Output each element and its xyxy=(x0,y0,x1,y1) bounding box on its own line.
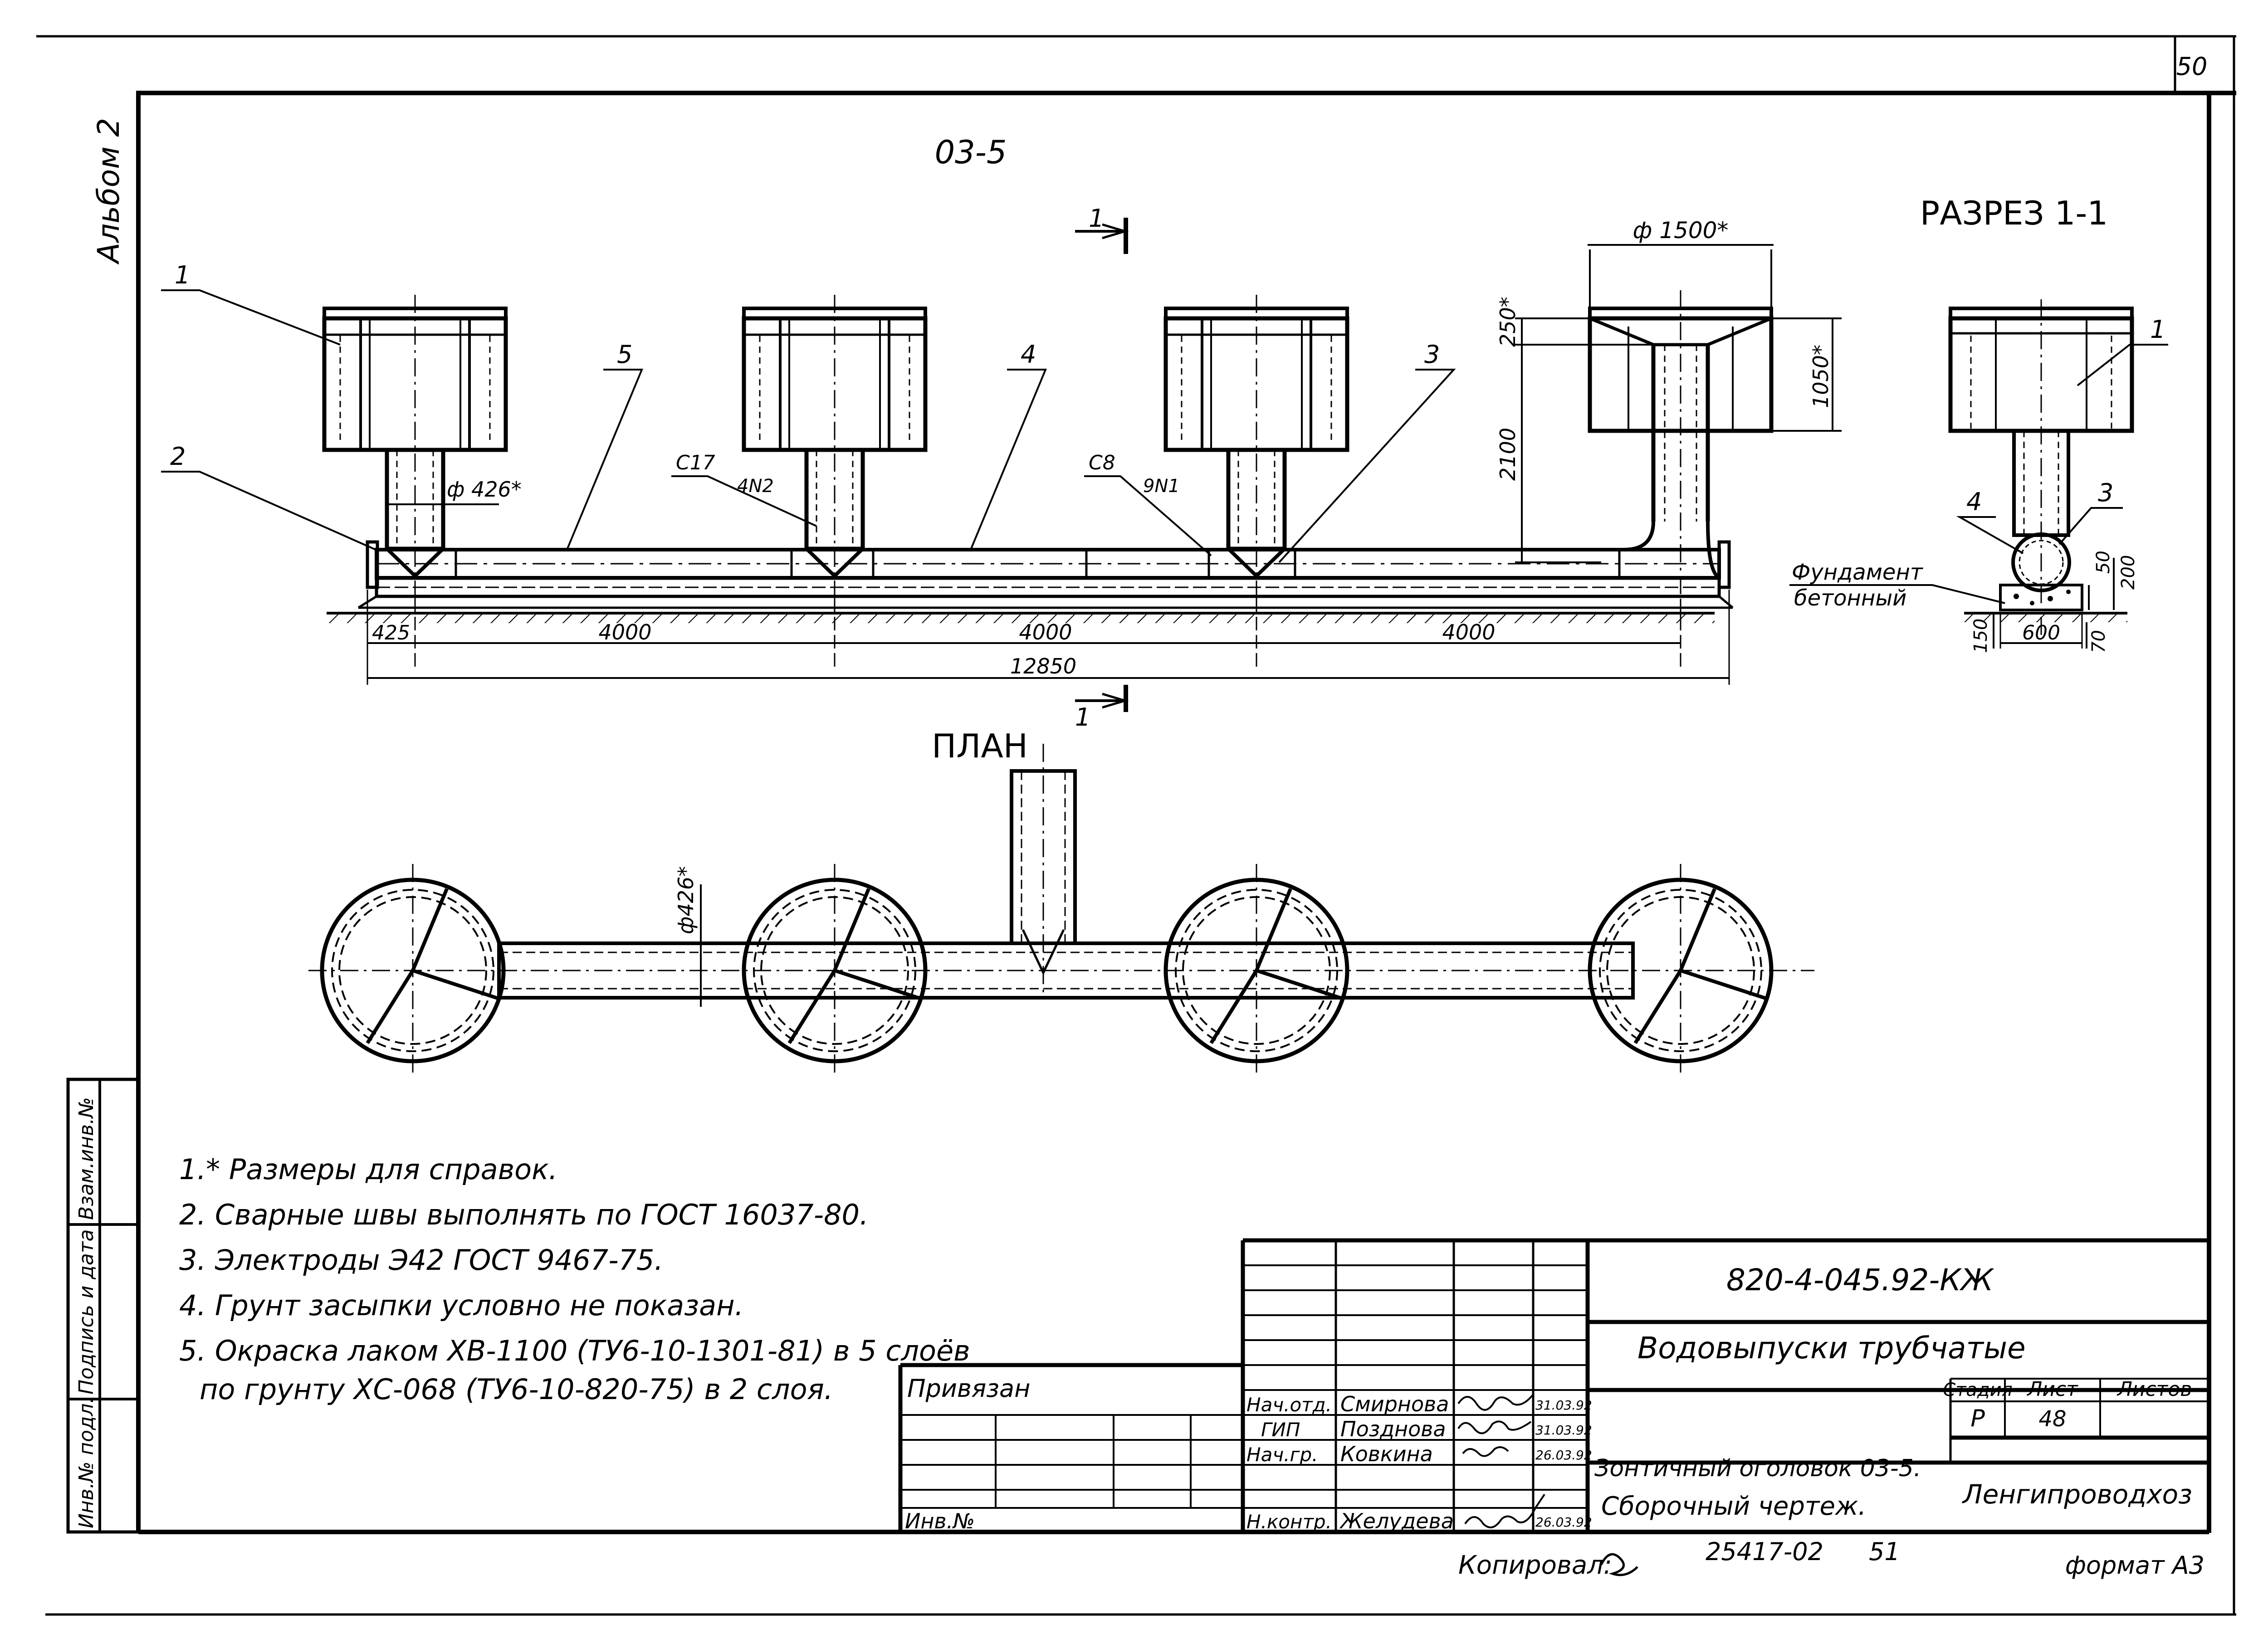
dim-425: 425 xyxy=(372,621,410,644)
plan-view xyxy=(308,744,1814,1077)
copier-signature xyxy=(1600,1553,1638,1576)
sheets-header: Листов xyxy=(2116,1378,2192,1401)
dim-diameter-1500: ф 1500* xyxy=(1633,217,1729,244)
sheet-header: Лист xyxy=(2026,1378,2078,1401)
weld-mark-4n2: 4N2 xyxy=(737,476,774,497)
stamp-signature-date: Подпись и дата xyxy=(75,1229,98,1395)
sheet-value: 48 xyxy=(2038,1406,2066,1432)
archive-sheet: 51 xyxy=(1869,1537,1900,1566)
left-stamp xyxy=(66,1078,140,1534)
section-view xyxy=(1789,299,2168,649)
callout-leaders xyxy=(161,289,1456,563)
name-1: Смирнова xyxy=(1340,1392,1449,1416)
dim-250: 250* xyxy=(1496,297,1520,347)
date-3: 26.03.92 xyxy=(1535,1448,1592,1463)
foundation-label-1: Фундамент xyxy=(1792,560,1924,585)
stamp-inv-podl: Инв.№ подл. xyxy=(75,1397,98,1528)
plan-dim-diameter-426: ф426* xyxy=(674,866,698,934)
archive-number: 25417-02 xyxy=(1706,1537,1823,1566)
doc-code: 820-4-045.92-КЖ xyxy=(1726,1263,1994,1297)
sec-dim-70: 70 xyxy=(2088,630,2109,653)
name-3: Ковкина xyxy=(1340,1442,1433,1466)
sec-dim-600: 600 xyxy=(2022,621,2060,644)
foundation-label-2: бетонный xyxy=(1794,585,1906,611)
note-3: 3. Электроды Э42 ГОСТ 9467-75. xyxy=(179,1244,663,1277)
section-mark-bottom-label: 1 xyxy=(1075,703,1090,732)
note-2: 2. Сварные швы выполнять по ГОСТ 16037-8… xyxy=(179,1198,869,1231)
name-2: Позднова xyxy=(1340,1417,1446,1441)
note-5: 5. Окраска лаком ХВ-1100 (ТУ6-10-1301-81… xyxy=(179,1334,970,1367)
section-mark-top xyxy=(1075,218,1129,254)
sec-dim-150: 150 xyxy=(1970,619,1991,653)
plan-title: ПЛАН xyxy=(932,727,1028,765)
page-number: 50 xyxy=(2176,52,2208,81)
role-1: Нач.отд. xyxy=(1246,1394,1332,1416)
weld-mark-9n1: 9N1 xyxy=(1143,476,1180,497)
dim-diameter-426: ф 426* xyxy=(447,477,522,502)
dim-total: 12850 xyxy=(1010,654,1076,678)
dim-span-2: 4000 xyxy=(1019,620,1072,644)
dim-span-1: 4000 xyxy=(598,620,651,644)
role-4: Н.контр. xyxy=(1246,1511,1332,1533)
org-name: Ленгипроводхоз xyxy=(1962,1479,2192,1510)
sheet-title-1: Зонтичный оголовок 03-5. xyxy=(1594,1455,1921,1482)
note-5-cont: по грунту ХС-068 (ТУ6-10-820-75) в 2 сло… xyxy=(200,1373,833,1406)
stage-header: Стадия xyxy=(1943,1380,2012,1400)
weld-ref-c17: C17 xyxy=(676,451,715,474)
dim-1050: 1050* xyxy=(1809,345,1833,408)
drawing-label: 03-5 xyxy=(935,134,1007,171)
role-2: ГИП xyxy=(1261,1419,1300,1441)
note-1: 1.* Размеры для справок. xyxy=(179,1153,557,1186)
privyazan-label: Привязан xyxy=(907,1374,1030,1403)
callout-3: 3 xyxy=(1424,340,1440,369)
sec-dim-50: 50 xyxy=(2093,551,2114,574)
role-3: Нач.гр. xyxy=(1246,1444,1318,1466)
section-callout-4: 4 xyxy=(1966,488,1982,516)
paper-format: формат А3 xyxy=(2065,1551,2204,1580)
name-4: Желудева xyxy=(1339,1509,1454,1533)
title-block xyxy=(898,1238,2209,1532)
section-mark-top-label: 1 xyxy=(1089,204,1104,233)
sheet-frame xyxy=(36,35,2236,1616)
inv-no-label: Инв.№ xyxy=(905,1509,975,1533)
stage-value: Р xyxy=(1970,1405,1985,1432)
sec-dim-200: 200 xyxy=(2118,555,2139,590)
elevation-view xyxy=(324,290,1774,685)
copied-by: Копировал: xyxy=(1458,1551,1612,1580)
callout-4: 4 xyxy=(1021,340,1036,369)
section-callout-1: 1 xyxy=(2150,315,2165,344)
weld-ref-c8: C8 xyxy=(1089,451,1115,474)
section-mark-bottom xyxy=(1075,685,1129,712)
signatures xyxy=(1457,1394,1545,1528)
callout-2: 2 xyxy=(170,442,186,471)
date-1: 31.03.92 xyxy=(1535,1398,1592,1413)
callout-5: 5 xyxy=(617,340,632,369)
elevation-dimensions xyxy=(367,244,1842,679)
stamp-vzam-inv: Взам.инв.№ xyxy=(75,1097,98,1220)
date-4: 26.03.92 xyxy=(1535,1515,1592,1530)
note-4: 4. Грунт засыпки условно не показан. xyxy=(179,1289,743,1322)
dim-2100: 2100 xyxy=(1496,428,1520,481)
callout-1: 1 xyxy=(175,261,190,289)
dim-span-3: 4000 xyxy=(1442,620,1495,644)
date-2: 31.03.92 xyxy=(1535,1423,1592,1438)
section-callout-3: 3 xyxy=(2098,478,2113,507)
sheet-title-2: Сборочный чертеж. xyxy=(1601,1492,1866,1521)
section-title: РАЗРЕЗ 1-1 xyxy=(1920,194,2108,232)
project-name: Водовыпуски трубчатые xyxy=(1637,1331,2026,1366)
album-label: Альбом 2 xyxy=(91,118,126,265)
